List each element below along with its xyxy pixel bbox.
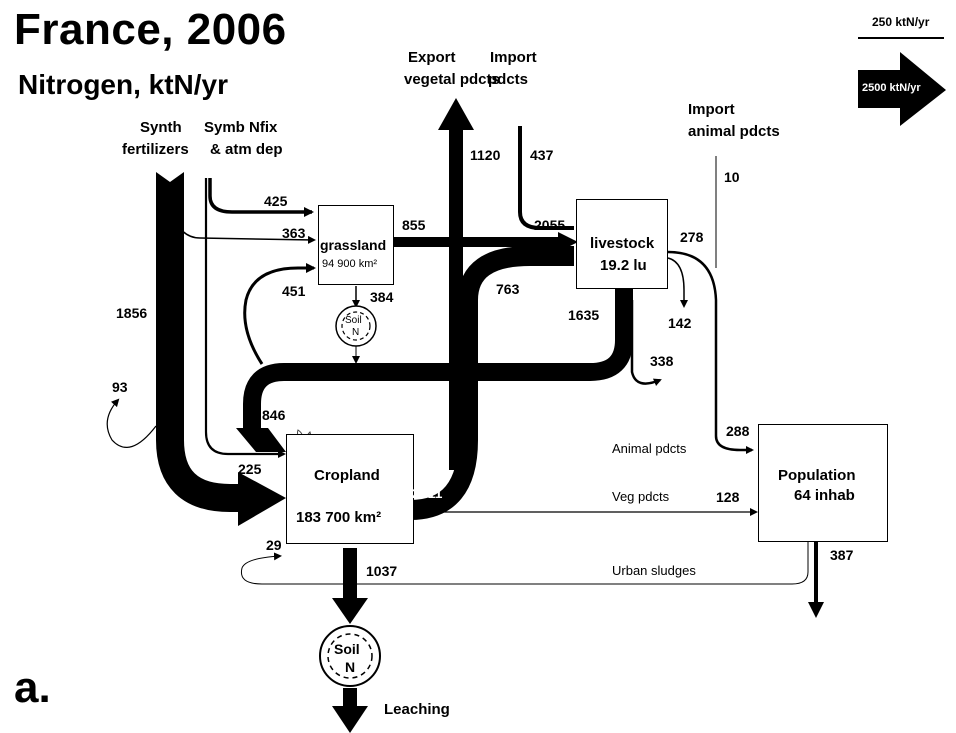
flow-export-veg: 1120 [470,147,501,163]
import-veg-label-2: pdcts [488,71,529,88]
flow-import-veg: 437 [530,147,554,163]
flow-livestock-to-population: 278 [680,229,704,245]
export-veg-arrowhead [438,98,474,130]
synth-loss-flow [106,398,157,448]
manure-to-cropland-arrowhead [236,428,286,452]
diagram-title: France, 2006 [14,5,287,54]
soil-n-small-icon [335,305,377,347]
flow-manure-to-cropland: 846 [262,407,286,423]
diagram-subtitle: Nitrogen, ktN/yr [18,69,229,100]
flow-grassland-to-livestock: 855 [402,217,426,233]
symb-to-cropland-flow [204,178,286,458]
soil-large-label: Soil [334,641,360,657]
flow-grassland-to-soil: 384 [370,289,394,305]
flow-synth-loss: 93 [112,379,128,395]
population-size: 64 inhab [794,487,855,504]
import-veg-flow [518,126,574,230]
symb-nfix-label-1: Symb Nfix [204,119,278,136]
flow-livestock-loss-338: 338 [650,353,674,369]
livestock-name: livestock [590,235,655,252]
symb-nfix-label-2: & atm dep [210,141,283,158]
manure-to-grassland-flow [243,263,316,365]
livestock-to-population-flow [667,250,754,454]
grassland-area: 94 900 km² [322,258,378,270]
legend-thin-label: 250 ktN/yr [872,15,930,29]
panel-label: a. [14,663,51,712]
symb-to-grassland-flow [208,178,314,217]
population-box [758,424,888,542]
flow-veg-pdcts: 128 [716,489,740,505]
cropland-area: 183 700 km² [296,509,382,526]
flow-livestock-loss-142: 142 [668,315,692,331]
soil-small-label: Soil [345,315,362,326]
flow-population-out: 387 [830,547,854,563]
flow-cropland-leaching: 1037 [366,563,398,579]
livestock-loss-142-flow [667,257,688,308]
grassland-box [318,205,394,285]
flow-import-animal: 10 [724,169,740,185]
flow-cropland-to-grassland: 451 [282,283,306,299]
urban-sludges-flow [240,540,809,585]
synth-fertilizers-label-2: fertilizers [122,141,189,158]
synth-fertilizer-arrowhead [238,472,286,526]
soil-small-n: N [352,327,360,338]
grassland-name: grassland [320,237,387,253]
leaching-label: Leaching [384,701,450,718]
flow-synth-to-grassland: 363 [282,225,306,241]
flow-symb-to-grassland: 425 [264,193,288,209]
livestock-box [576,199,668,289]
soil-n-large-icon [319,625,381,687]
flow-animal-pdcts-in: 288 [726,423,750,439]
export-veg-label-2: vegetal pdcts [404,71,500,88]
legend-thick-arrow [858,52,946,126]
cropland-name: Cropland [314,467,380,484]
flow-livestock-manure: 1635 [568,307,600,323]
synth-fertilizer-flow [156,172,240,512]
flow-cropland-out: 2011 [412,485,443,501]
cropland-box [286,434,414,544]
population-name: Population [778,467,856,484]
veg-pdcts-label: Veg pdcts [612,489,670,504]
import-animal-label-1: Import [688,101,735,118]
import-veg-label-1: Import [490,49,537,66]
flow-symb-to-cropland: 225 [238,461,262,477]
flow-urban-sludge-return: 29 [266,537,282,553]
export-veg-label-1: Export [408,49,456,66]
flow-synth-total: 1856 [116,305,148,321]
synth-to-grassland-flow [171,211,316,244]
urban-sludges-label: Urban sludges [612,563,696,578]
import-animal-label-2: animal pdcts [688,123,780,140]
cropland-to-livestock-flow [409,246,574,520]
livestock-loss-338-flow [630,300,662,386]
synth-fertilizers-label-1: Synth [140,119,182,136]
soil-large-n: N [345,659,356,675]
livestock-manure-flow [243,288,633,430]
flow-livestock-in-total: 2055 [534,217,566,233]
legend-thick-label: 2500 ktN/yr [862,82,921,94]
flow-cropland-to-livestock: 763 [496,281,520,297]
leaching-arrowhead [332,706,368,733]
livestock-units: 19.2 lu [600,257,647,274]
animal-pdcts-label: Animal pdcts [612,441,687,456]
